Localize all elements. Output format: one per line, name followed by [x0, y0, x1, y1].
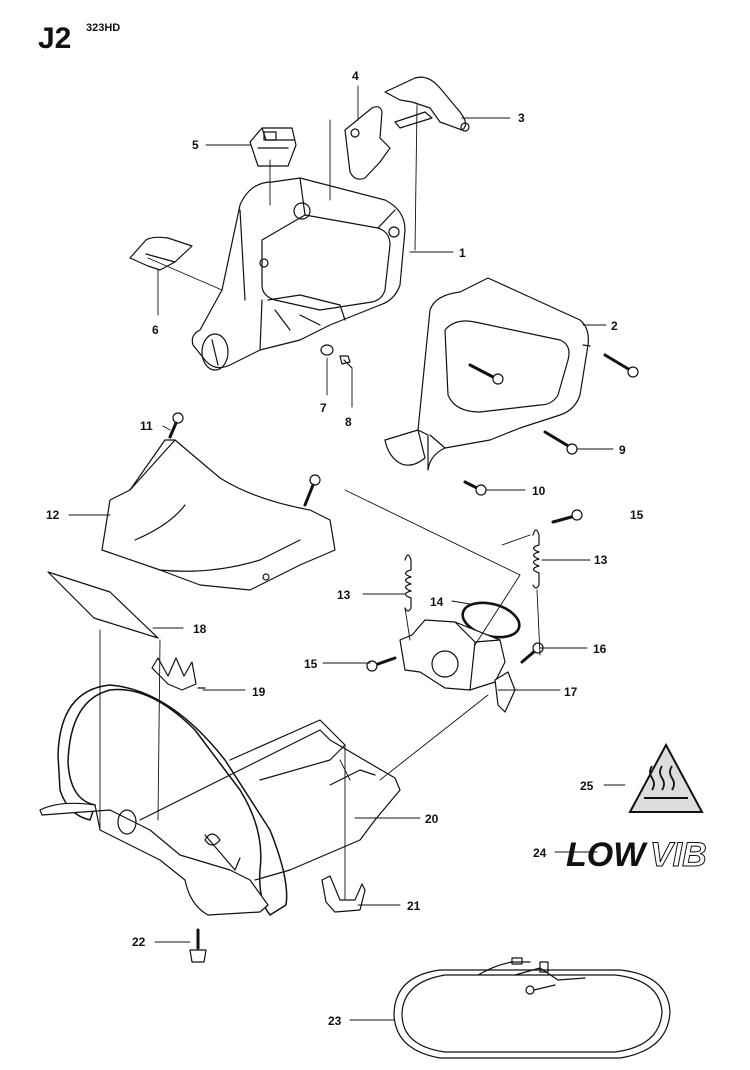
callout-10: 10: [532, 484, 546, 498]
callout-2: 2: [611, 319, 618, 333]
callout-5: 5: [192, 138, 199, 152]
stop-switch: [249, 127, 297, 167]
av-bracket-17: [399, 619, 516, 713]
leader-lines: [68, 85, 626, 1021]
clip-part: [129, 236, 193, 271]
callout-13-right: 13: [594, 553, 608, 567]
clip-21: [321, 875, 366, 913]
callout-16: 16: [593, 642, 607, 656]
hot-surface-warning-icon: [628, 742, 704, 813]
callout-24: 24: [533, 846, 547, 860]
spring-19: [151, 657, 206, 691]
callout-18: 18: [193, 622, 207, 636]
screw-9: [543, 430, 578, 455]
screw-lower-cover: [303, 474, 321, 507]
callout-11: 11: [140, 419, 153, 433]
washer-7: [320, 344, 334, 356]
callout-21: 21: [407, 899, 421, 913]
callout-15-top: 15: [630, 508, 644, 522]
callout-20: 20: [425, 812, 439, 826]
screw-15-top: [551, 509, 583, 524]
callout-22: 22: [132, 935, 146, 949]
page-code: J2: [38, 22, 72, 55]
screw-11: [168, 412, 184, 439]
screw-10: [463, 480, 487, 496]
gasket-18: [47, 571, 159, 639]
callout-25: 25: [580, 779, 594, 793]
callout-14: 14: [430, 595, 444, 609]
handle-cover: [384, 277, 591, 471]
logo-vib: VIB: [650, 836, 707, 874]
callout-17: 17: [564, 685, 578, 699]
throttle-trigger: [384, 76, 470, 132]
harness-23: [393, 957, 671, 1059]
callout-19: 19: [252, 685, 266, 699]
throttle-lockout: [344, 106, 391, 180]
screw-16: [520, 642, 544, 664]
callout-4: 4: [352, 69, 359, 83]
front-handle-20: [39, 684, 401, 916]
callout-layer: 1 2 3 4 5 6 7 8 9 10 11 12 13 13 14 15 1…: [46, 69, 644, 1028]
screw-cover: [468, 353, 639, 385]
callout-23: 23: [328, 1014, 342, 1028]
lowvib-logo: LOW VIB: [566, 836, 707, 875]
callout-3: 3: [518, 111, 525, 125]
callout-7: 7: [320, 401, 327, 415]
callout-15-bottom: 15: [304, 657, 318, 671]
spring-13-right: [532, 529, 540, 589]
callout-6: 6: [152, 323, 159, 337]
spring-13-left: [404, 554, 412, 612]
callout-1: 1: [459, 246, 466, 260]
callout-13-left: 13: [337, 588, 351, 602]
screw-22: [189, 928, 207, 963]
callout-8: 8: [345, 415, 352, 429]
callout-9: 9: [619, 443, 626, 457]
logo-low: LOW: [566, 836, 648, 874]
rear-handle-frame: [191, 177, 406, 371]
lower-cover: [101, 439, 336, 591]
model-code: 323HD: [86, 22, 121, 34]
screw-8: [339, 355, 353, 369]
screw-15-bottom: [366, 656, 397, 672]
callout-12: 12: [46, 508, 60, 522]
